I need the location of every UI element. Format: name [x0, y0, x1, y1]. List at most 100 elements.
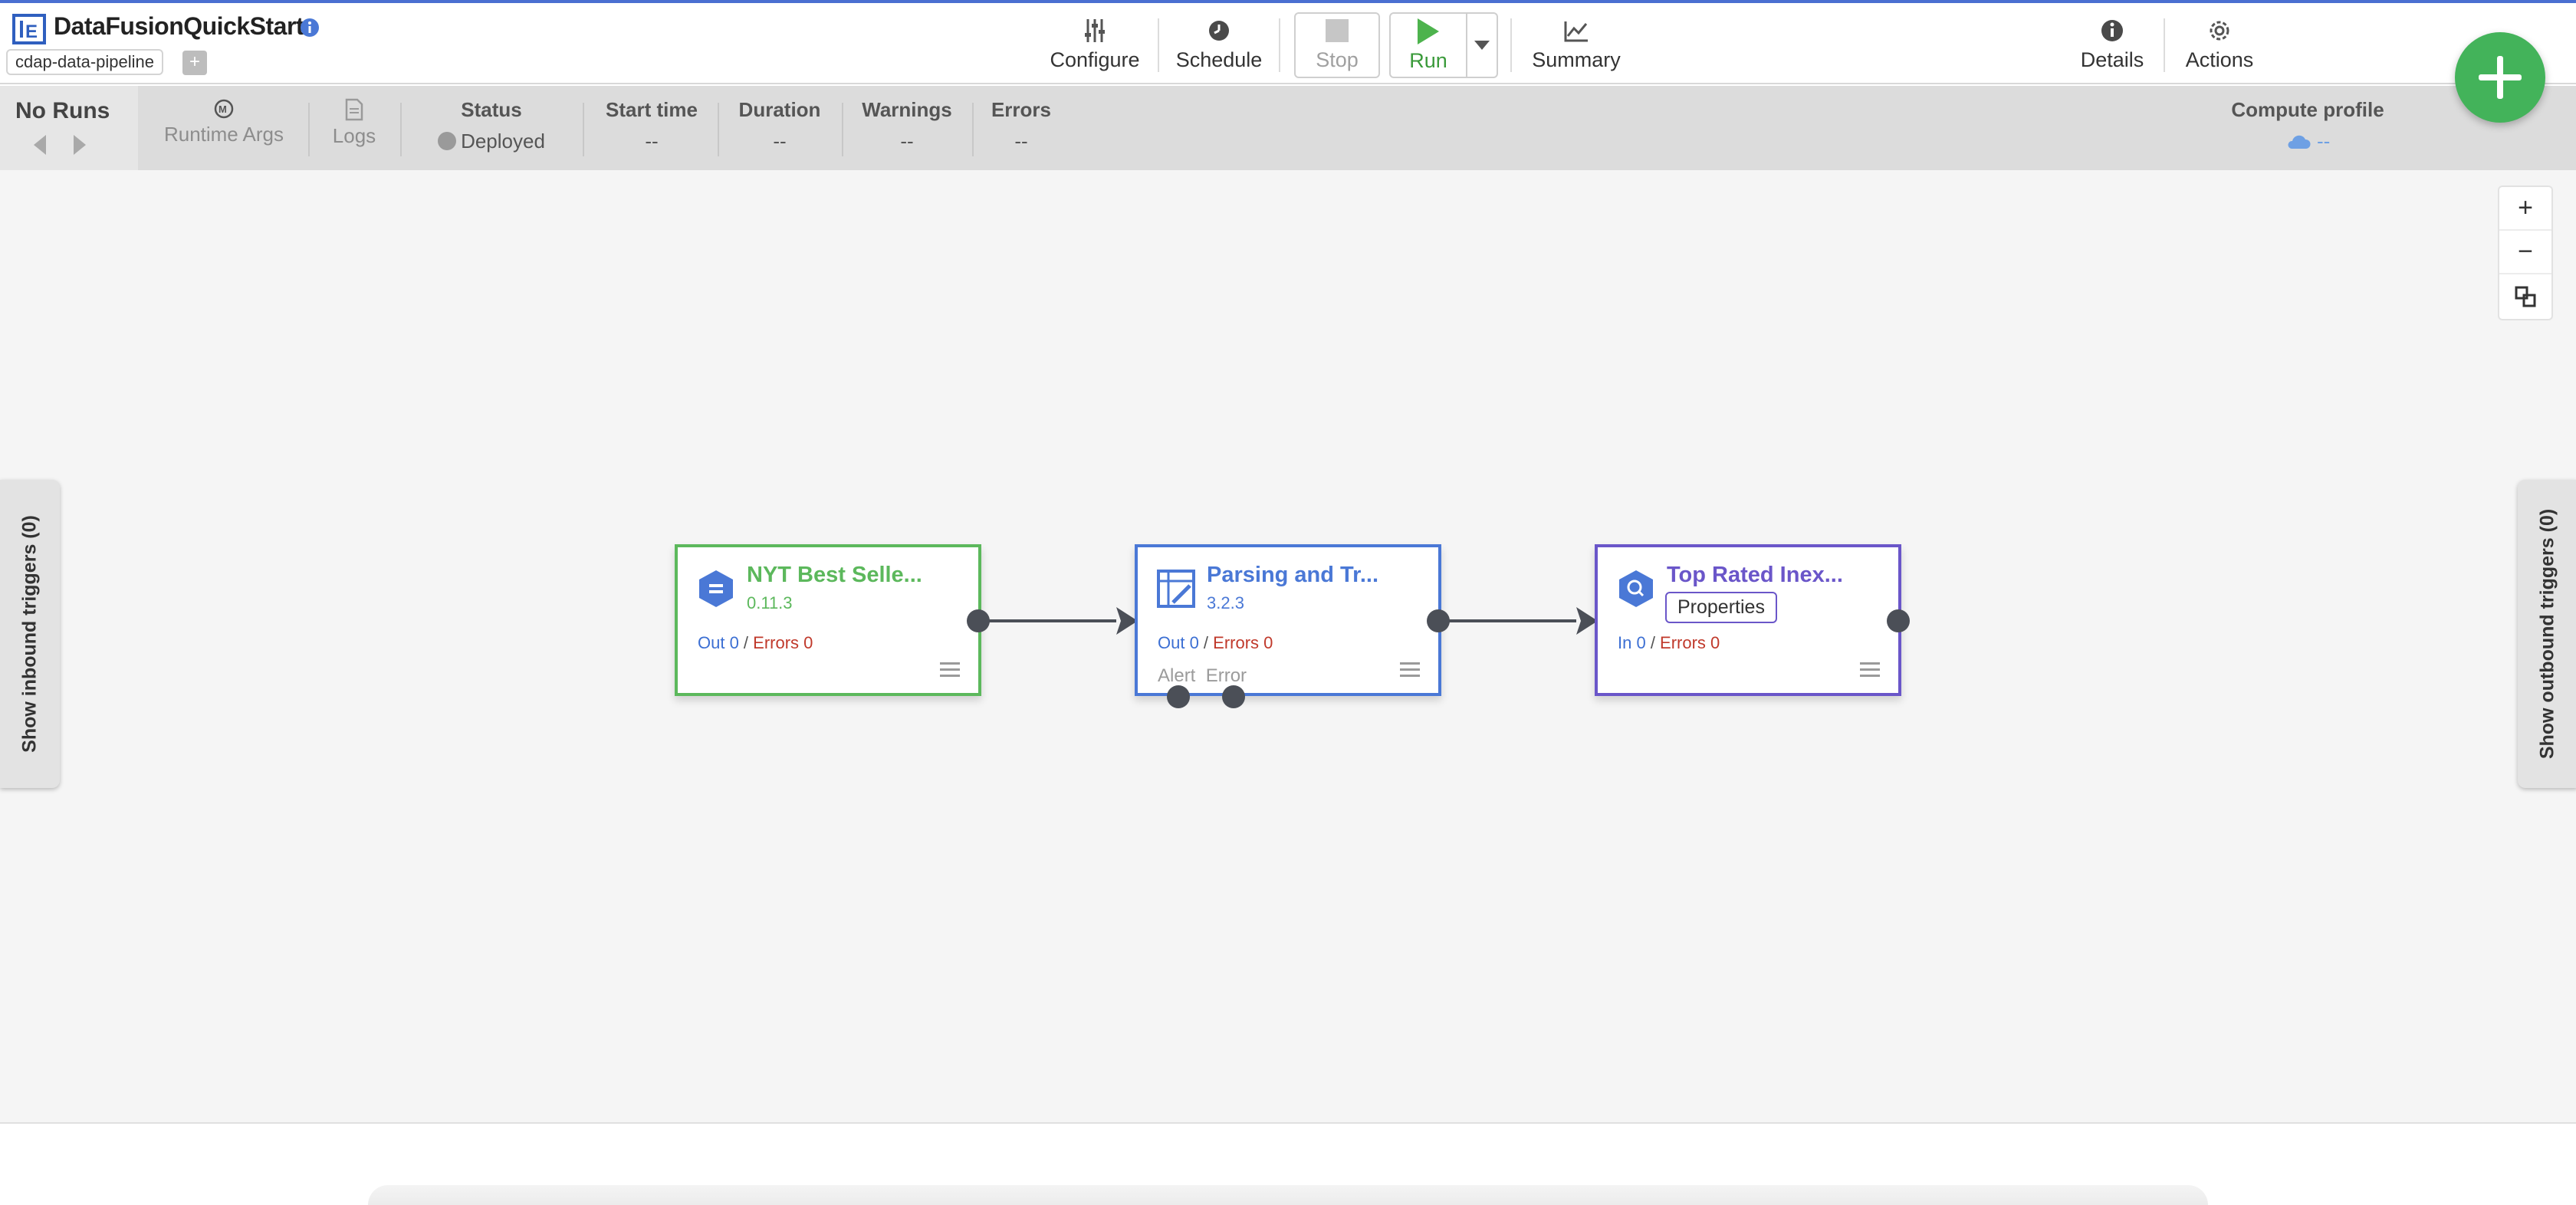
compute-profile-field[interactable]: Compute profile --	[2216, 98, 2400, 153]
previous-run-icon[interactable]	[34, 135, 46, 155]
status-label: Status	[461, 98, 522, 121]
zoom-out-button[interactable]: −	[2499, 231, 2551, 274]
info-icon[interactable]	[299, 17, 320, 38]
zoom-controls: + −	[2498, 186, 2553, 320]
node-menu-icon[interactable]	[1860, 662, 1880, 681]
configure-button[interactable]: Configure	[1049, 9, 1141, 80]
logs-label: Logs	[332, 124, 376, 147]
output-port[interactable]	[1887, 609, 1910, 632]
properties-button[interactable]: Properties	[1665, 592, 1777, 623]
node-metrics: Out 0 / Errors 0	[698, 633, 813, 652]
run-info-bar: No Runs M Runtime Args Logs Status Deplo…	[0, 86, 2576, 170]
alert-error-ports: Alert Error	[1158, 665, 1247, 687]
node-name: NYT Best Selle...	[747, 563, 922, 587]
svg-text:E: E	[25, 21, 38, 42]
bigquery-sink-icon	[1619, 570, 1653, 607]
wrangler-icon	[1157, 570, 1195, 608]
database-source-icon	[699, 570, 733, 607]
pipeline-type-icon: E	[12, 14, 46, 44]
schedule-label: Schedule	[1175, 48, 1263, 71]
outbound-triggers-tab[interactable]: Show outbound triggers (0)	[2518, 480, 2576, 788]
plus-icon	[2479, 56, 2522, 99]
node-menu-icon[interactable]	[1400, 662, 1420, 681]
stop-button[interactable]: Stop	[1294, 12, 1380, 78]
chevron-down-icon	[1474, 41, 1490, 50]
runtime-args-button[interactable]: M Runtime Args	[156, 98, 291, 146]
runbar-divider	[583, 103, 584, 156]
clock-icon	[1209, 20, 1229, 41]
output-port[interactable]	[1427, 609, 1450, 632]
runtime-args-label: Runtime Args	[163, 123, 284, 146]
inbound-triggers-tab[interactable]: Show inbound triggers (0)	[0, 480, 60, 788]
error-port[interactable]	[1222, 685, 1245, 708]
status-dot-icon	[438, 132, 457, 150]
info-circle-icon	[2101, 19, 2123, 41]
node-name: Parsing and Tr...	[1207, 563, 1379, 587]
runbar-divider	[400, 103, 402, 156]
zoom-in-button[interactable]: +	[2499, 187, 2551, 231]
run-button-group: Run	[1389, 12, 1498, 78]
pipeline-title: DataFusionQuickStart	[54, 12, 304, 40]
summary-button[interactable]: Summary	[1526, 9, 1627, 80]
errors-field: Errors --	[986, 98, 1056, 153]
node-parsing-transform[interactable]: Parsing and Tr... 3.2.3 Out 0 / Errors 0…	[1135, 544, 1441, 696]
stop-label: Stop	[1316, 48, 1359, 71]
alert-port-label: Alert	[1158, 665, 1196, 686]
next-run-icon[interactable]	[74, 135, 86, 155]
pipeline-canvas[interactable]: + − Show inbound triggers (0) Show outbo…	[0, 170, 2576, 1124]
pipeline-header: E DataFusionQuickStart cdap-data-pipelin…	[0, 3, 2576, 84]
warnings-field: Warnings --	[854, 98, 960, 153]
logs-button[interactable]: Logs	[322, 98, 386, 148]
toolbar-divider	[1279, 18, 1280, 72]
warnings-label: Warnings	[862, 98, 952, 121]
actions-button[interactable]: Actions	[2177, 9, 2262, 80]
node-nyt-best-sellers[interactable]: NYT Best Selle... 0.11.3 Out 0 / Errors …	[675, 544, 981, 696]
node-version: 0.11.3	[747, 593, 793, 612]
run-label: Run	[1409, 48, 1447, 72]
node-menu-icon[interactable]	[940, 662, 960, 681]
runbar-divider	[842, 103, 843, 156]
line-chart-icon	[1564, 21, 1588, 41]
node-metrics: Out 0 / Errors 0	[1158, 633, 1273, 652]
toolbar-divider	[2164, 18, 2165, 72]
add-pipeline-fab[interactable]	[2455, 32, 2545, 123]
schedule-button[interactable]: Schedule	[1173, 9, 1265, 80]
status-field: Status Deployed	[420, 98, 563, 153]
details-label: Details	[2080, 48, 2144, 71]
add-tag-button[interactable]: +	[182, 51, 207, 75]
pipeline-connections	[978, 607, 1598, 635]
alert-port[interactable]	[1167, 685, 1190, 708]
svg-text:M: M	[219, 103, 227, 115]
toolbar-divider	[1158, 18, 1159, 72]
top-accent-line	[0, 0, 2576, 3]
play-icon	[1418, 18, 1439, 44]
node-top-rated-inexpensive[interactable]: Top Rated Inex... Properties In 0 / Erro…	[1595, 544, 1901, 696]
sliders-icon	[1085, 18, 1105, 42]
no-runs-label: No Runs	[15, 98, 110, 123]
fit-to-screen-button[interactable]	[2499, 274, 2551, 318]
node-metrics: In 0 / Errors 0	[1618, 633, 1720, 652]
start-time-field: Start time --	[598, 98, 705, 153]
run-options-dropdown[interactable]	[1467, 14, 1497, 77]
arrow-head-icon	[1576, 607, 1598, 635]
namespace-chip[interactable]: cdap-data-pipeline	[6, 49, 164, 75]
duration-label: Duration	[738, 98, 821, 121]
details-button[interactable]: Details	[2070, 9, 2154, 80]
run-button[interactable]: Run	[1391, 14, 1467, 77]
bottom-panel-edge	[368, 1185, 2208, 1205]
document-icon	[345, 98, 363, 121]
run-navigator: No Runs	[0, 86, 138, 170]
node-version: 3.2.3	[1207, 593, 1244, 612]
stop-icon	[1326, 18, 1349, 42]
runbar-divider	[308, 103, 310, 156]
start-time-label: Start time	[606, 98, 698, 121]
actions-label: Actions	[2185, 48, 2254, 71]
node-name: Top Rated Inex...	[1667, 563, 1843, 587]
fit-screen-icon	[2515, 286, 2536, 307]
compute-profile-value: --	[2216, 130, 2400, 153]
compute-profile-label: Compute profile	[2231, 98, 2384, 121]
runbar-divider	[972, 103, 974, 156]
configure-label: Configure	[1050, 48, 1140, 71]
output-port[interactable]	[967, 609, 990, 632]
start-time-value: --	[645, 130, 659, 153]
